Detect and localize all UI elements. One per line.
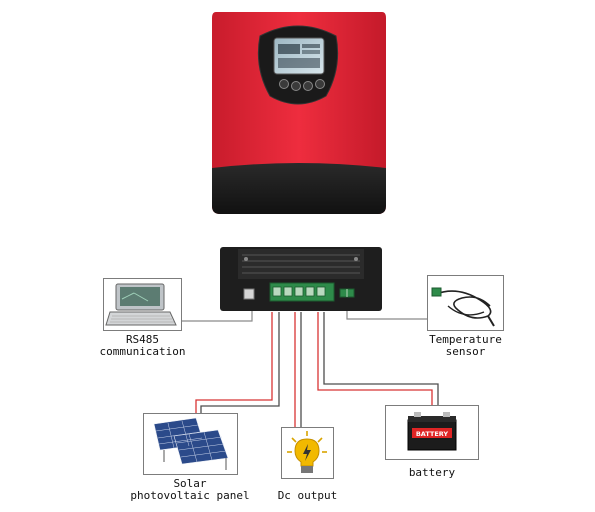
solar-label: Solar bbox=[173, 477, 207, 490]
light-bulb-icon bbox=[287, 431, 327, 473]
charge-controller-front bbox=[212, 12, 386, 214]
solar-panel-box bbox=[143, 413, 238, 475]
wire-battery-red bbox=[317, 312, 433, 408]
wire-solar-red bbox=[195, 312, 273, 414]
dc-output-label: Dc output bbox=[277, 489, 338, 502]
temperature-sensor-icon bbox=[431, 287, 495, 327]
battery-label: battery bbox=[408, 466, 456, 479]
rs485-sublabel: communication bbox=[99, 345, 186, 358]
wire-solar-dark bbox=[200, 312, 280, 418]
laptop-icon bbox=[105, 283, 177, 326]
battery-badge-text: BATTERY bbox=[416, 430, 449, 438]
temperature-sensor-box bbox=[427, 275, 504, 331]
wire-battery-dark bbox=[323, 312, 439, 408]
temperature-label: Temperature bbox=[429, 333, 502, 346]
solar-sublabel: photovoltaic panel bbox=[130, 489, 250, 502]
rs485-computer-box bbox=[103, 278, 182, 331]
rs485-label: RS485 bbox=[125, 333, 160, 346]
dc-output-box bbox=[281, 427, 334, 479]
battery-box: BATTERY bbox=[385, 405, 479, 460]
solar-panel-icon bbox=[153, 417, 229, 470]
temperature-sublabel: sensor bbox=[445, 345, 486, 358]
battery-icon: BATTERY bbox=[407, 412, 457, 451]
charge-controller-terminals bbox=[220, 247, 382, 311]
